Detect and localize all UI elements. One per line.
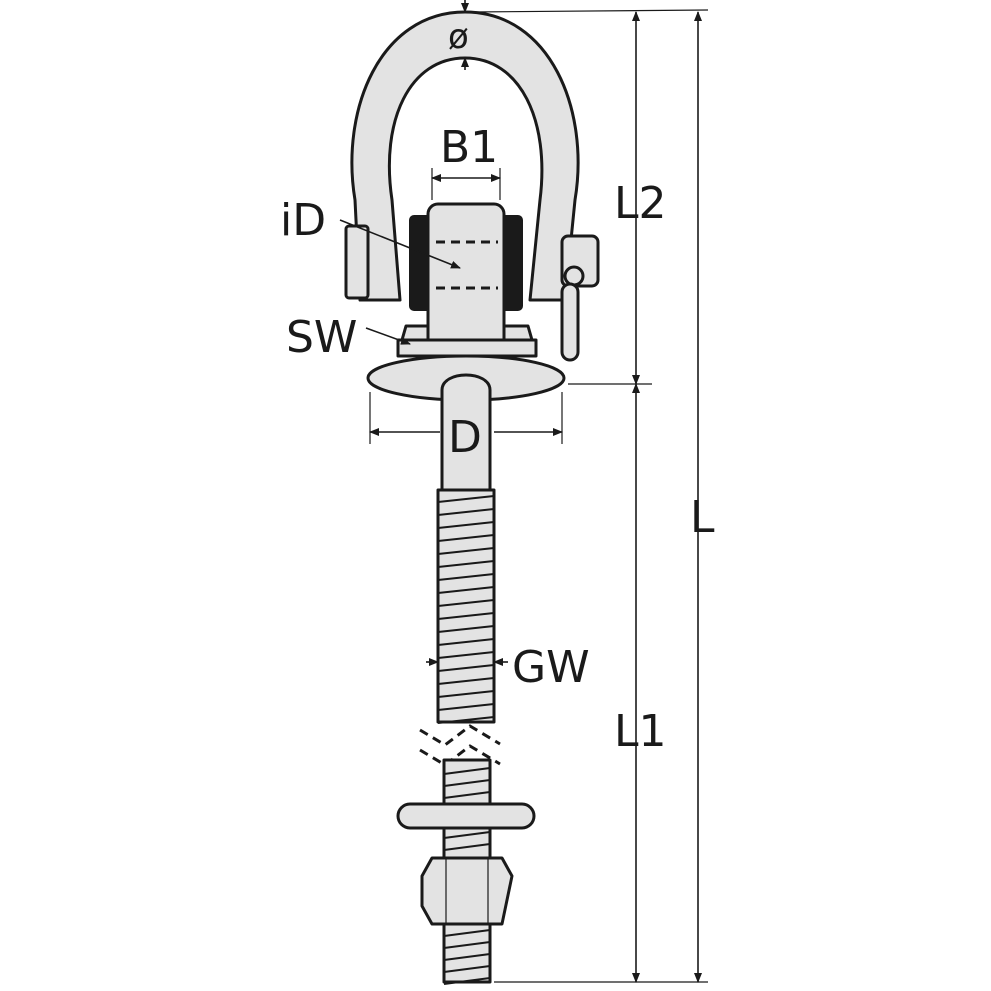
thread-mark	[437, 625, 495, 633]
thread-mark	[443, 953, 491, 961]
thread-mark	[443, 831, 491, 839]
cotter-pin	[560, 282, 580, 362]
thread-mark	[437, 638, 495, 646]
thread-mark	[443, 965, 491, 973]
thread-mark	[437, 677, 495, 685]
top-ext-line	[469, 9, 709, 13]
thread-mark	[437, 573, 495, 581]
thread-mark	[437, 560, 495, 568]
diameter-label: ø	[448, 17, 469, 57]
thread-mark	[437, 508, 495, 516]
id-label: iD	[280, 195, 326, 246]
thread-marks-upper	[437, 495, 495, 724]
break-mark	[419, 724, 501, 767]
l2-label: L2	[614, 178, 667, 229]
sw-label: SW	[286, 312, 357, 363]
hex-nut	[420, 856, 514, 926]
thread-mark	[443, 779, 491, 787]
b1-label: B1	[440, 122, 498, 173]
gw-label: GW	[512, 642, 590, 693]
thread-mark	[437, 703, 495, 711]
id-leader	[339, 219, 461, 269]
thread-mark	[443, 843, 491, 851]
thread-mark	[443, 941, 491, 949]
thread-mark	[437, 495, 495, 503]
thread-mark	[437, 690, 495, 698]
thread-mark	[437, 547, 495, 555]
d-label: D	[448, 412, 482, 463]
shackle-pin-head	[344, 224, 370, 300]
l1-label: L1	[614, 706, 667, 757]
thread-mark	[437, 599, 495, 607]
sw-leader	[365, 327, 411, 345]
thread-mark	[437, 521, 495, 529]
cotter-pin-eye	[563, 265, 585, 287]
washer	[396, 802, 536, 830]
thread-mark	[443, 791, 491, 799]
swivel-eye-block	[426, 202, 506, 356]
bolt-shank	[440, 373, 492, 492]
thread-mark	[437, 716, 495, 724]
thread-mark	[443, 977, 491, 985]
thread-mark	[437, 534, 495, 542]
thread-mark	[443, 929, 491, 937]
thread-mark	[443, 767, 491, 775]
thread-mark	[437, 586, 495, 594]
l-label: L	[690, 492, 715, 543]
thread-mark	[437, 664, 495, 672]
shackle-bow	[350, 10, 580, 302]
thread-marks-lower	[443, 767, 491, 985]
thread-mark	[437, 612, 495, 620]
hex-collar-base	[396, 338, 538, 358]
thread-mark	[437, 651, 495, 659]
